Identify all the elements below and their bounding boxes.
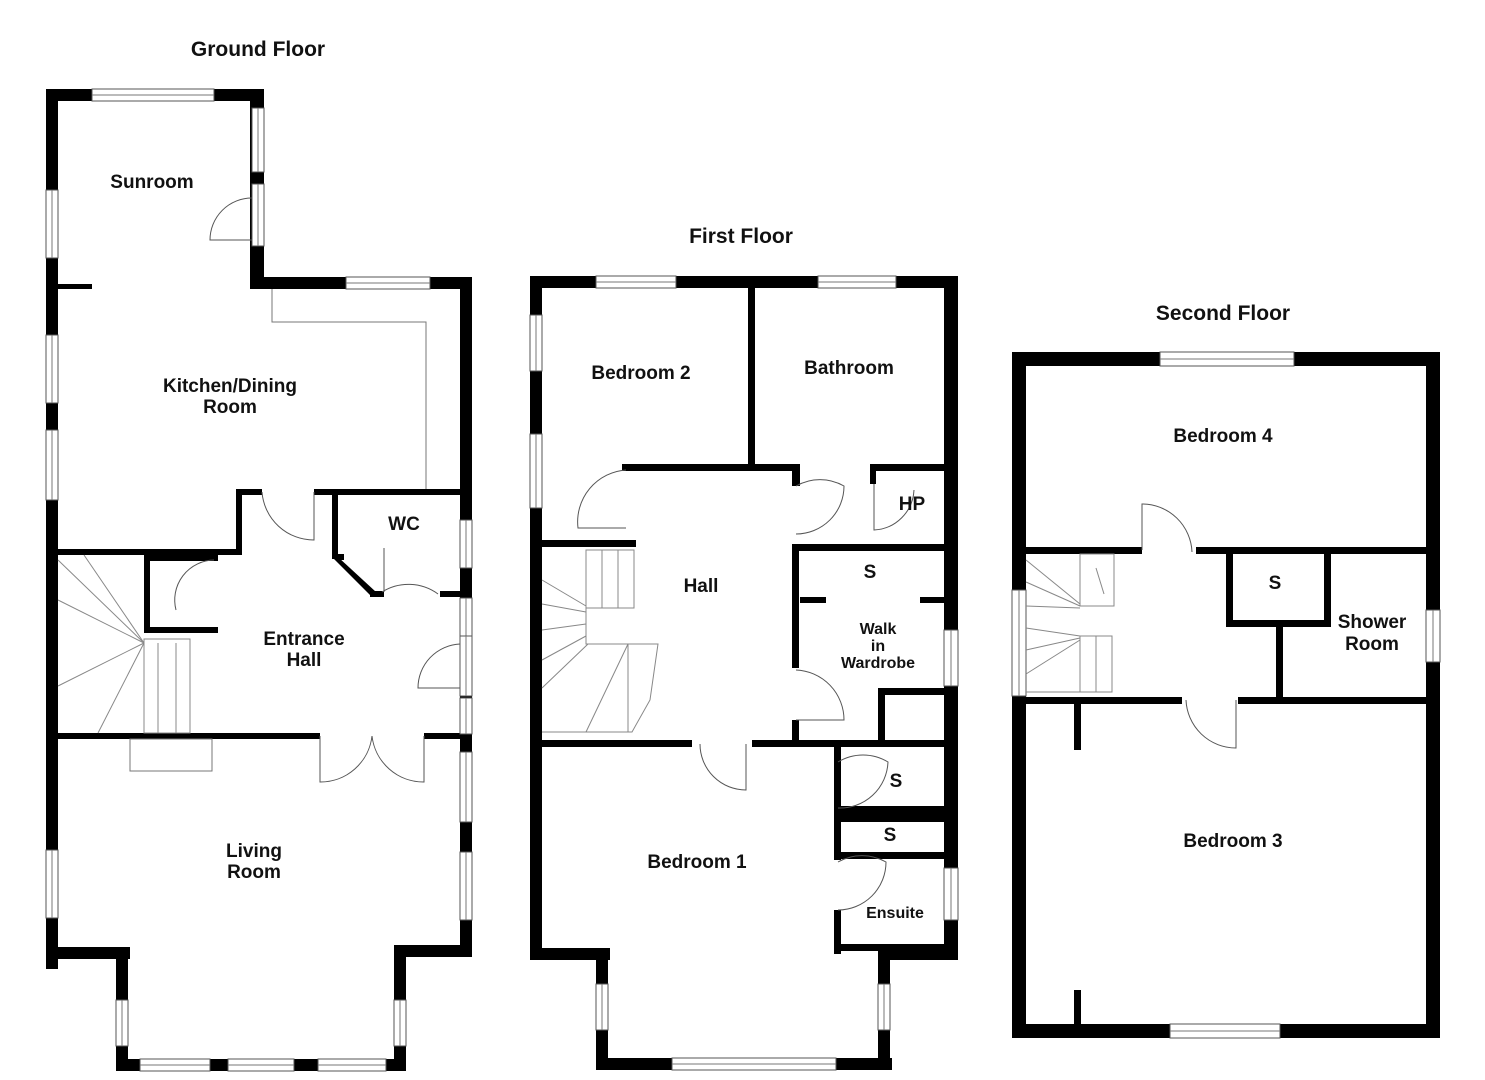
- second-floor-title: Second Floor: [1156, 302, 1290, 325]
- label-shower-line2: Room: [1345, 634, 1399, 655]
- first-floor-title: First Floor: [689, 225, 793, 248]
- label-s-wardrobe: S: [864, 562, 877, 583]
- label-kitchen-line2: Room: [203, 397, 257, 418]
- second-floor-walls: [1012, 352, 1440, 1038]
- label-shower-line1: Shower: [1338, 612, 1407, 633]
- label-bedroom-1: Bedroom 1: [647, 852, 747, 873]
- first-floor-doors: [577, 469, 915, 911]
- label-living-line2: Room: [227, 862, 281, 883]
- label-wc: WC: [388, 514, 420, 535]
- label-bathroom: Bathroom: [804, 358, 894, 379]
- label-entrance-line1: Entrance: [263, 629, 344, 650]
- ground-floor-windows: [45, 88, 473, 1072]
- ground-floor-plan: Ground Floor: [45, 38, 473, 1072]
- ground-floor-staircase: [57, 554, 191, 734]
- label-ensuite: Ensuite: [866, 905, 924, 922]
- label-kitchen-line1: Kitchen/Dining: [163, 376, 297, 397]
- label-bedroom-4: Bedroom 4: [1173, 426, 1273, 447]
- first-floor-staircase: [541, 549, 659, 733]
- label-bedroom-3: Bedroom 3: [1183, 831, 1282, 852]
- label-walkin-line1: Walk: [860, 621, 897, 638]
- first-floor-walls: [530, 276, 958, 1070]
- ground-floor-title: Ground Floor: [191, 38, 325, 61]
- ground-floor-doors: [129, 197, 461, 783]
- label-hall: Hall: [684, 576, 719, 597]
- label-bedroom-2: Bedroom 2: [591, 363, 690, 384]
- first-floor-windows: [529, 275, 959, 1071]
- label-s-second: S: [1269, 573, 1282, 594]
- second-floor-plan: Second Floor: [1011, 302, 1441, 1039]
- label-entrance-line2: Hall: [287, 650, 322, 671]
- second-floor-windows: [1011, 351, 1441, 1039]
- label-living-line1: Living: [226, 841, 282, 862]
- label-walkin-line2: in: [871, 638, 885, 655]
- label-hp: HP: [899, 494, 926, 515]
- second-floor-doors: [1141, 503, 1237, 749]
- first-floor-plan: First Floor: [529, 225, 959, 1071]
- label-walkin-line3: Wardrobe: [841, 655, 915, 672]
- second-floor-staircase: [1025, 553, 1115, 693]
- label-sunroom: Sunroom: [110, 172, 193, 193]
- label-s1: S: [890, 771, 903, 792]
- label-s2: S: [884, 825, 897, 846]
